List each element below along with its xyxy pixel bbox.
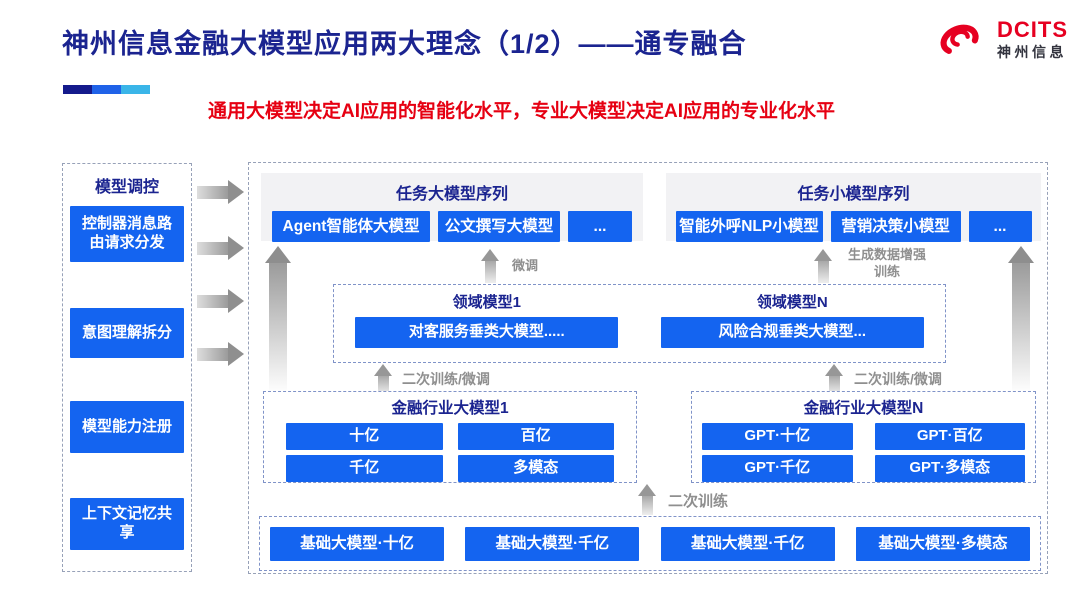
- label-secondary-left: 二次训练/微调: [402, 371, 490, 387]
- sidebar-item-context-memory: 上下文记忆共享: [70, 498, 184, 550]
- sidebar-item-intent-split: 意图理解拆分: [70, 308, 184, 358]
- dcits-swirl-icon: [940, 24, 979, 54]
- sidebar-item-capability-register: 模型能力注册: [70, 401, 184, 453]
- up-arrow-secondary-left: [372, 364, 394, 394]
- industry-grid: 十亿 百亿 千亿 多模态: [286, 423, 614, 482]
- decorative-bar: [63, 85, 150, 94]
- main-panel: 任务大模型序列 Agent智能体大模型 公文撰写大模型 ... 任务小模型序列 …: [248, 162, 1048, 574]
- up-arrow-tall: [1003, 246, 1039, 391]
- section-header: 任务小模型序列: [797, 186, 910, 203]
- industry-header: 金融行业大模型1: [391, 400, 509, 417]
- model-gpt-1b: GPT·十亿: [702, 423, 853, 450]
- industry-header: 金融行业大模型N: [803, 400, 924, 417]
- model-gpt-multimodal: GPT·多模态: [874, 455, 1025, 482]
- right-arrow: [197, 180, 244, 204]
- model-risk-compliance-vertical: 风险合规垂类大模型...: [660, 317, 924, 348]
- model-100b: 千亿: [286, 455, 443, 482]
- section-task-small-models: 任务小模型序列 智能外呼NLP小模型 营销决策小模型 ...: [666, 173, 1041, 242]
- model-row: 智能外呼NLP小模型 营销决策小模型 ...: [666, 211, 1041, 242]
- section-domain-models: 领域模型1 对客服务垂类大模型..... 领域模型N 风险合规垂类大模型...: [333, 284, 946, 363]
- right-arrow: [197, 289, 244, 313]
- domain-model-1: 领域模型1 对客服务垂类大模型.....: [334, 285, 640, 362]
- section-industry-model-n: 金融行业大模型N GPT·十亿 GPT·百亿 GPT·千亿 GPT·多模态: [691, 391, 1036, 483]
- model-row: Agent智能体大模型 公文撰写大模型 ...: [261, 211, 643, 242]
- section-base-models: 基础大模型·十亿 基础大模型·千亿 基础大模型·千亿 基础大模型·多模态: [259, 516, 1041, 571]
- up-arrow-secondary-train: [636, 484, 658, 515]
- domain-header: 领域模型1: [452, 294, 521, 311]
- model-base-multimodal: 基础大模型·多模态: [855, 526, 1030, 561]
- model-base-100b-a: 基础大模型·千亿: [465, 526, 640, 561]
- model-multimodal: 多模态: [457, 455, 614, 482]
- section-industry-model-1: 金融行业大模型1 十亿 百亿 千亿 多模态: [263, 391, 637, 483]
- label-secondary-train: 二次训练: [668, 493, 729, 510]
- domain-header: 领域模型N: [756, 294, 828, 311]
- logo-brand: DCITS: [997, 17, 1068, 42]
- label-gen-data-train: 生成数据增强训练: [847, 247, 926, 279]
- model-ellipsis: ...: [568, 211, 632, 242]
- up-arrow-secondary-right: [823, 364, 845, 394]
- up-arrow-fine-tune: [479, 249, 501, 283]
- industry-grid: GPT·十亿 GPT·百亿 GPT·千亿 GPT·多模态: [702, 423, 1025, 482]
- model-10b: 百亿: [457, 423, 614, 450]
- up-arrow-gen-data: [812, 249, 834, 283]
- model-marketing: 营销决策小模型: [830, 211, 961, 242]
- model-agent-llm: Agent智能体大模型: [272, 211, 430, 242]
- sidebar-item-controller-routing: 控制器消息路由请求分发: [70, 206, 184, 262]
- right-arrow: [197, 342, 244, 366]
- logo: DCITS 神州信息: [934, 16, 1068, 62]
- label-secondary-right: 二次训练/微调: [854, 371, 942, 387]
- model-ellipsis: ...: [968, 211, 1032, 242]
- logo-text: DCITS 神州信息: [997, 17, 1068, 60]
- subtitle: 通用大模型决定AI应用的智能化水平，专业大模型决定AI应用的专业化水平: [208, 101, 836, 122]
- model-1b: 十亿: [286, 423, 443, 450]
- domain-model-n: 领域模型N 风险合规垂类大模型...: [640, 285, 946, 362]
- label-fine-tune: 微调: [512, 258, 539, 273]
- sidebar-header: 模型调控: [94, 179, 159, 196]
- model-gpt-100b: GPT·千亿: [702, 455, 853, 482]
- logo-brand-cn: 神州信息: [997, 44, 1067, 60]
- model-document-llm: 公文撰写大模型: [438, 211, 560, 242]
- right-arrow: [197, 236, 244, 260]
- model-base-100b-b: 基础大模型·千亿: [660, 526, 835, 561]
- up-arrow-tall: [260, 246, 296, 391]
- model-outbound-nlp: 智能外呼NLP小模型: [675, 211, 823, 242]
- model-base-1b: 基础大模型·十亿: [270, 526, 444, 561]
- sidebar-model-control: 模型调控 控制器消息路由请求分发 意图理解拆分 模型能力注册 上下文记忆共享: [62, 163, 192, 572]
- page-title: 神州信息金融大模型应用两大理念（1/2）——通专融合: [62, 29, 747, 59]
- model-gpt-10b: GPT·百亿: [874, 423, 1025, 450]
- section-header: 任务大模型序列: [395, 186, 508, 203]
- model-customer-service-vertical: 对客服务垂类大模型.....: [355, 317, 619, 348]
- section-task-large-models: 任务大模型序列 Agent智能体大模型 公文撰写大模型 ...: [261, 173, 643, 242]
